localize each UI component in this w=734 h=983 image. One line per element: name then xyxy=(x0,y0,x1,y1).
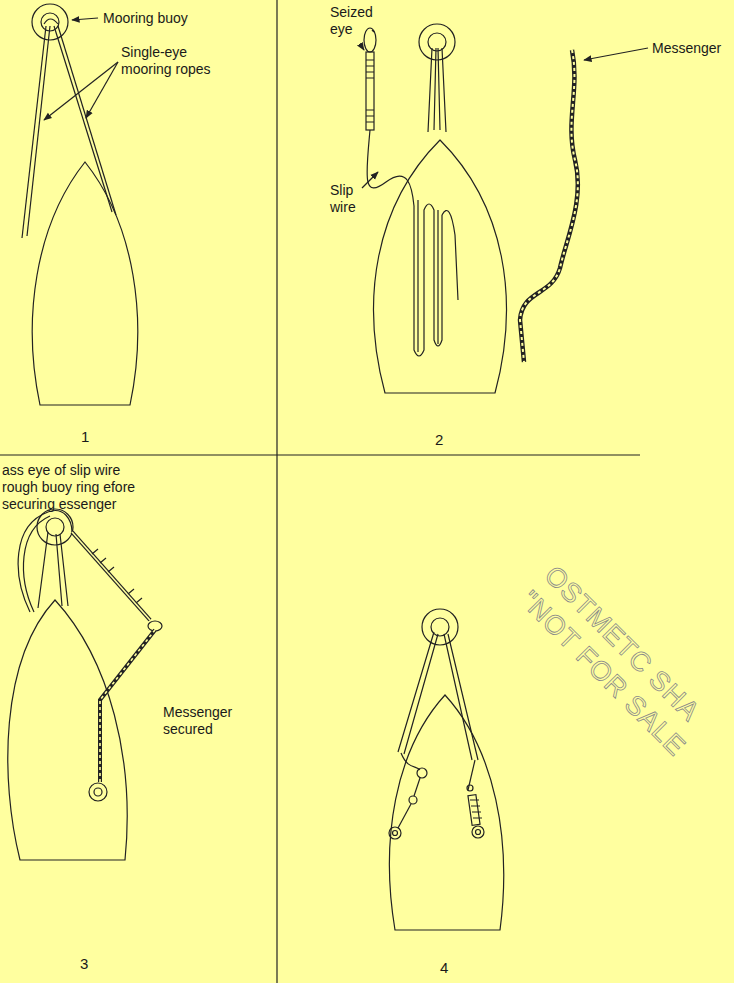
panel-divider xyxy=(0,454,640,455)
part-name: Seized eye xyxy=(330,4,382,38)
part-name: Messenger xyxy=(652,40,732,57)
panel-number: 4 xyxy=(440,959,460,976)
panel-number: 2 xyxy=(435,431,455,448)
part-name: Slip wire xyxy=(330,182,366,216)
part-name: Single-eye mooring ropes xyxy=(121,44,221,78)
panel-three xyxy=(8,509,162,860)
panel-divider xyxy=(276,0,277,983)
panel-two xyxy=(360,24,648,393)
panel-one xyxy=(22,4,138,405)
part-name: Mooring buoy xyxy=(103,10,213,27)
instruction-note: ass eye of slip wire rough buoy ring efo… xyxy=(2,462,140,513)
part-name: Messenger secured xyxy=(163,704,243,738)
panel-number: 3 xyxy=(80,955,100,972)
panel-four xyxy=(389,609,504,930)
panel-number: 1 xyxy=(81,428,101,445)
